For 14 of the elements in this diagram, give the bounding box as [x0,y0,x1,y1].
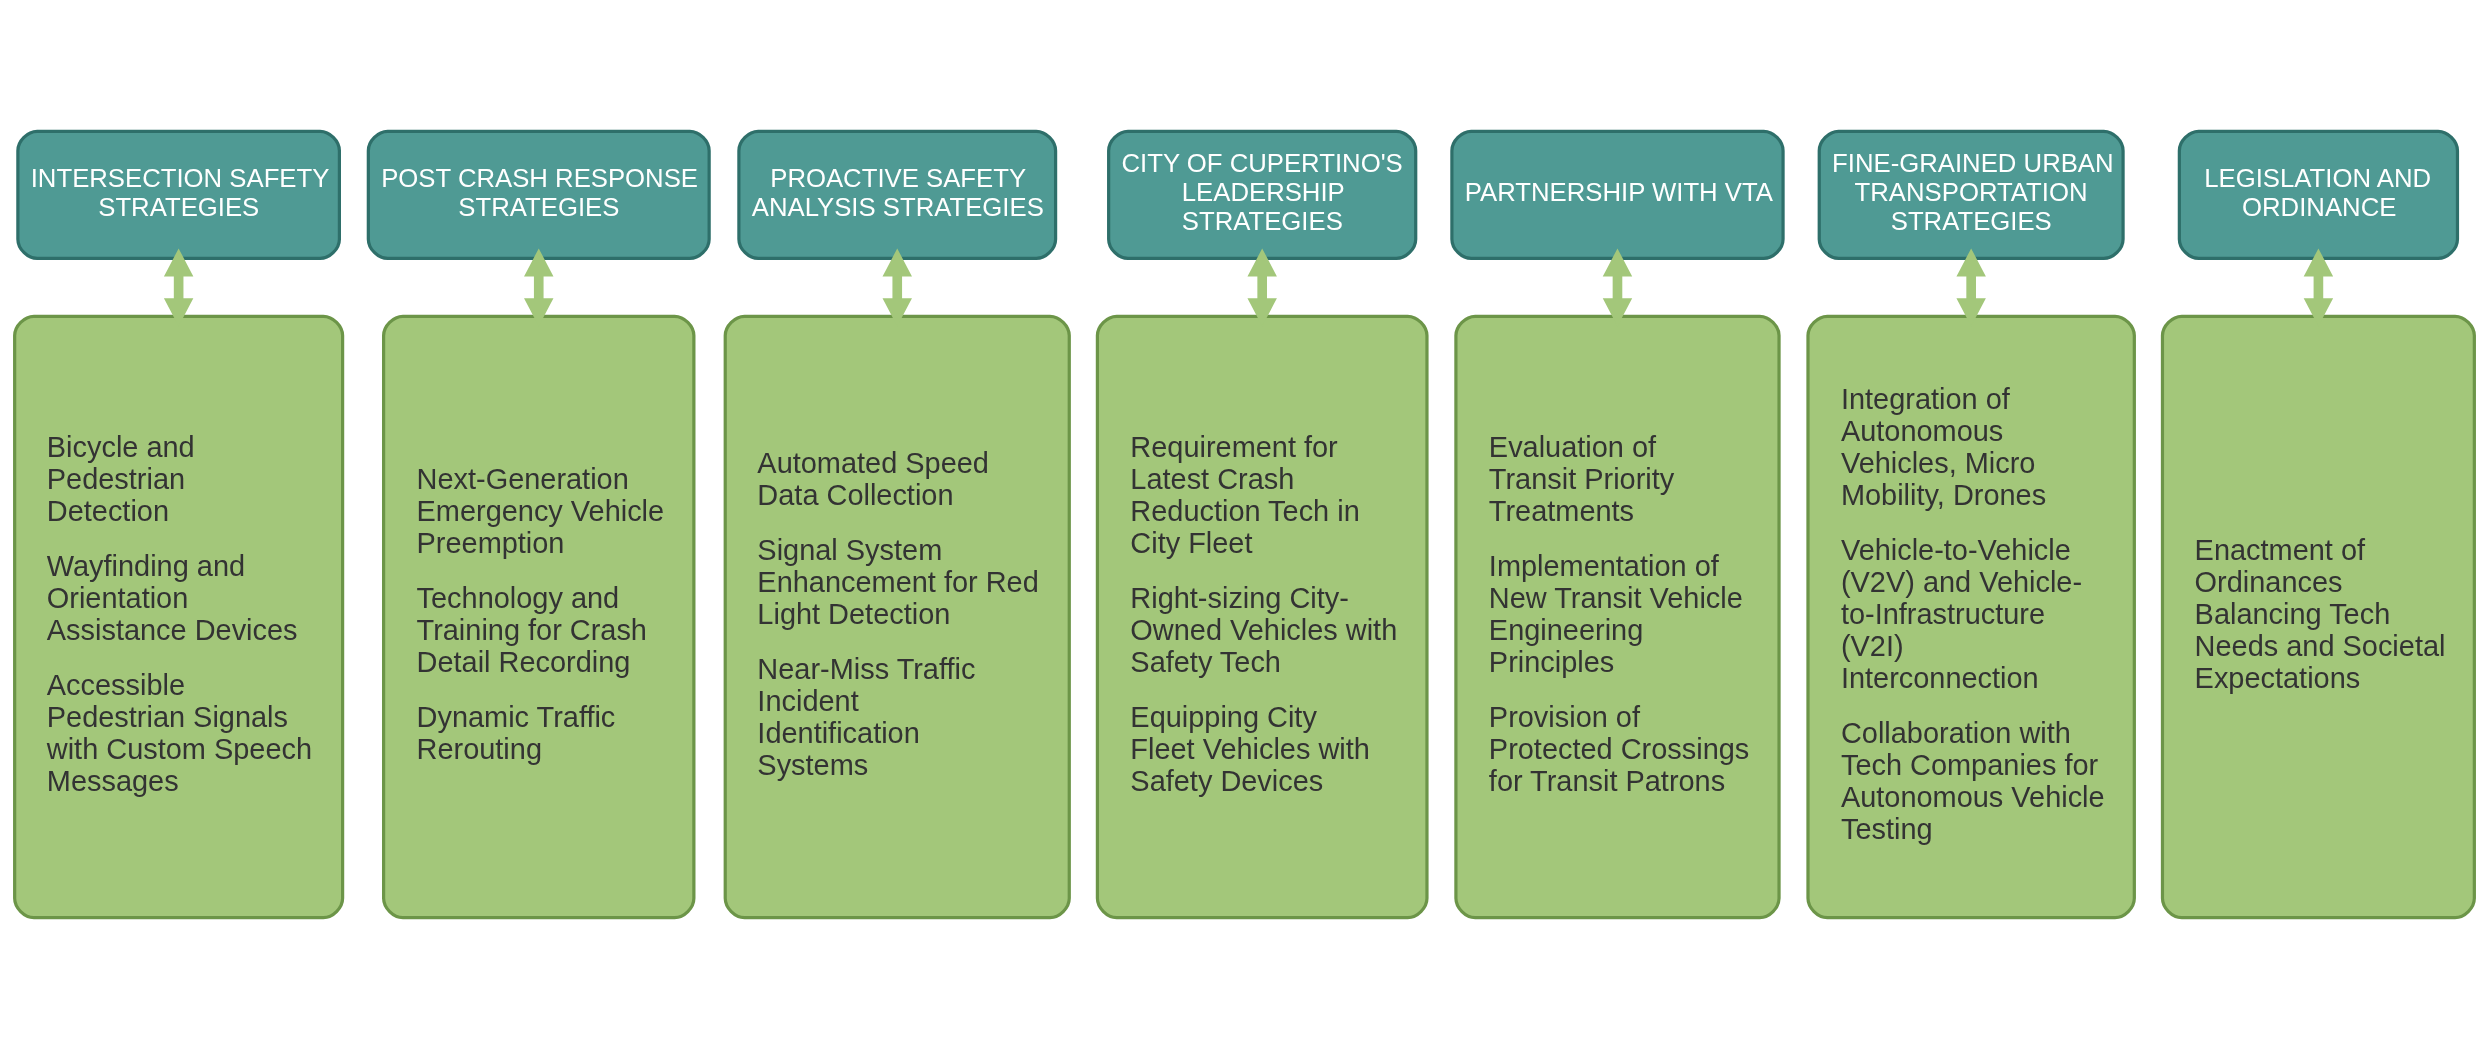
node-box: Automated Speed Data Collection Signal System Enhancement for Red Light Detection Near-Miss Traffic Incident Identification Systems [723,314,1071,919]
node-box: Integration of Autonomous Vehicles, Micro Mobility, Drones Vehicle-to-Vehicle (V2V) and Vehicle-to-Infrastructure (V2I) Interconnection Collaboration with Tech Companies for Autonomous Vehicle Testing [1806,314,2136,919]
node-box: POST CRASH RESPONSE STRATEGIES [366,129,711,260]
node-box: Enactment of Ordinances Balancing Tech Needs and Societal Expectations [2160,314,2476,919]
node-box: FINE-GRAINED URBAN TRANSPORTATION STRATEGIES [1817,129,2125,260]
node-box: Evaluation of Transit Priority Treatments Implementation of New Transit Vehicle Engineering Principles Provision of Protected Crossings for Transit Patrons [1454,314,1781,919]
node-box: PARTNERSHIP WITH VTA [1450,129,1785,260]
node-box: Next-Generation Emergency Vehicle Preemption Technology and Training for Crash Detail Recording Dynamic Traffic Rerouting [382,314,696,919]
node-box: INTERSECTION SAFETY STRATEGIES [16,129,341,260]
node-box: CITY OF CUPERTINO'S LEADERSHIP STRATEGIES [1107,129,1418,260]
node-box: PROACTIVE SAFETY ANALYSIS STRATEGIES [737,129,1058,260]
node-box: Bicycle and Pedestrian Detection Wayfinding and Orientation Assistance Devices Accessible Pedestrian Signals with Custom Speech Messages [13,314,345,919]
node-box: Requirement for Latest Crash Reduction Tech in City Fleet Right-sizing City-Owned Vehicles with Safety Tech Equipping City Fleet Vehicles with Safety Devices [1095,314,1429,919]
node-box: LEGISLATION AND ORDINANCE [2177,129,2460,260]
